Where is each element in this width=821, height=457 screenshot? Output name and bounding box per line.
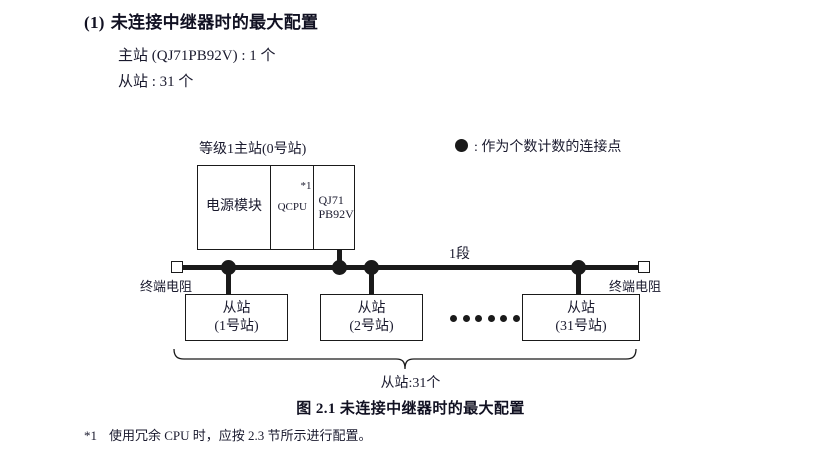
connection-node-slave2: [364, 260, 379, 275]
spec-line-master: 主站 (QJ71PB92V) : 1 个: [118, 48, 276, 64]
ellipsis-dot: [500, 314, 508, 322]
drop-line-slave1: [226, 270, 231, 296]
master-cell-qcpu-label: QCPU: [277, 201, 307, 214]
master-cell-qj71pb92v: QJ71 PB92V: [314, 166, 354, 249]
slave-station-1-line2: (1号站): [214, 318, 259, 334]
ellipsis-dot: [512, 314, 520, 322]
legend: : 作为个数计数的连接点: [455, 136, 621, 156]
filled-circle-icon: [455, 139, 468, 152]
terminator-right-label: 终端电阻: [609, 279, 662, 294]
drop-line-slave2: [369, 270, 374, 296]
master-station-block: 电源模块 QCPU *1 QJ71 PB92V: [197, 165, 355, 250]
section-number: (1): [84, 13, 105, 32]
master-station-label: 等级1主站(0号站): [199, 142, 307, 157]
terminator-right-icon: [638, 261, 650, 273]
terminator-left-label: 终端电阻: [140, 279, 193, 294]
brace-label: 从站:31个: [380, 376, 441, 391]
master-cell-qj71pb92v-line1: QJ71: [318, 192, 344, 207]
footnote: *1 使用冗余 CPU 时，应按 2.3 节所示进行配置。: [84, 425, 372, 444]
slave-station-2: 从站 (2号站): [320, 294, 423, 341]
ellipsis-dot: [475, 314, 483, 322]
connection-node-master: [332, 260, 347, 275]
master-cell-qj71pb92v-line2: PB92V: [318, 206, 354, 221]
master-cell-qcpu: QCPU *1: [271, 166, 315, 249]
slave-station-2-line1: 从站: [357, 301, 386, 316]
slave-station-2-line2: (2号站): [349, 318, 394, 334]
terminator-left-icon: [171, 261, 183, 273]
section-title: 未连接中继器时的最大配置: [110, 13, 319, 32]
bus-line: [176, 265, 640, 270]
slave-station-31-line1: 从站: [567, 301, 595, 316]
figure-caption: 图 2.1 未连接中继器时的最大配置: [296, 401, 525, 417]
ellipsis-dots: [450, 313, 520, 323]
footnote-text: 使用冗余 CPU 时，应按 2.3 节所示进行配置。: [109, 428, 372, 443]
drop-line-slave31: [576, 270, 581, 296]
slave-station-31-line2: (31号站): [555, 318, 607, 334]
connection-node-slave31: [571, 260, 586, 275]
connection-node-slave1: [221, 260, 236, 275]
slave-station-1: 从站 (1号站): [185, 294, 288, 341]
spec-line-slave: 从站 : 31 个: [118, 74, 194, 90]
master-cell-power-supply: 电源模块: [198, 166, 272, 249]
slave-station-31: 从站 (31号站): [522, 294, 640, 341]
section-heading: (1) 未连接中继器时的最大配置: [84, 8, 318, 33]
ellipsis-dot: [462, 314, 470, 322]
footnote-marker: *1: [300, 180, 312, 192]
ellipsis-dot: [487, 314, 495, 322]
master-cell-power-supply-label: 电源模块: [206, 199, 263, 215]
legend-text: : 作为个数计数的连接点: [474, 140, 622, 155]
master-drop-line: [337, 250, 342, 268]
segment-label: 1段: [449, 247, 470, 262]
ellipsis-dot: [450, 314, 457, 322]
footnote-mark: *1: [84, 428, 97, 443]
slave-count-brace: [173, 348, 637, 370]
slave-station-1-line1: 从站: [222, 301, 251, 316]
